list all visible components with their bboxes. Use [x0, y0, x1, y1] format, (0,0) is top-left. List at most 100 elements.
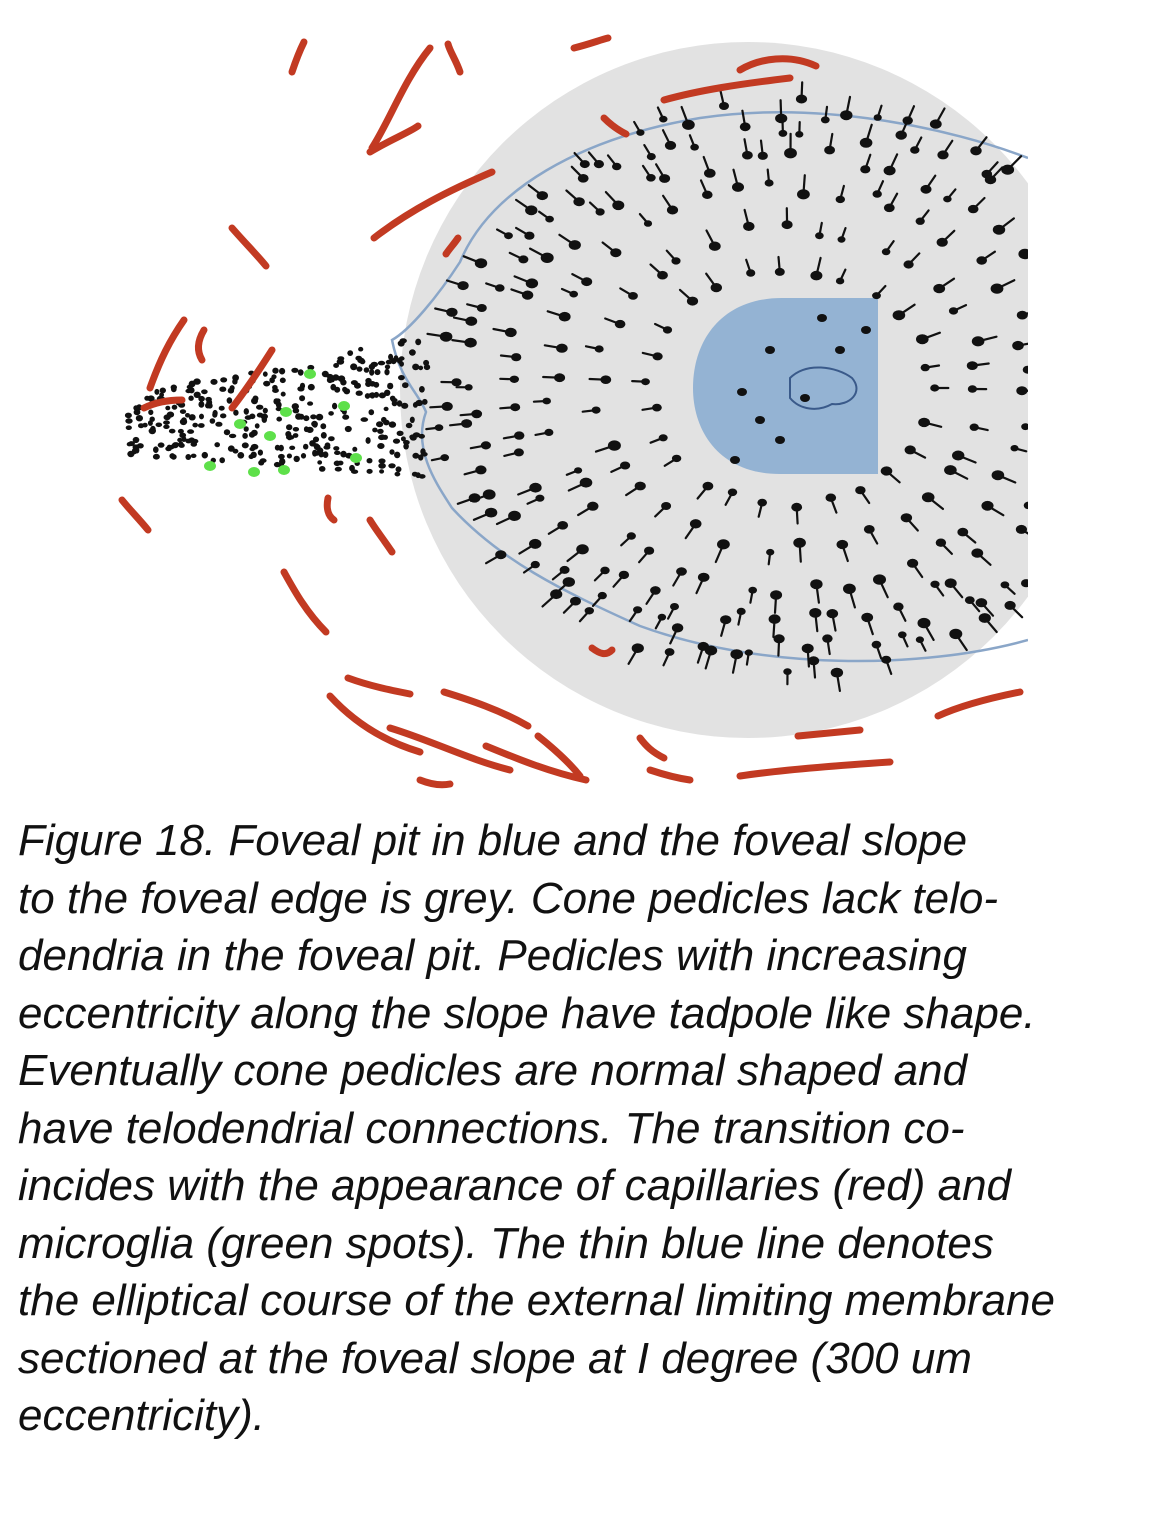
pedicle-tail — [610, 464, 627, 473]
pedicle-tail — [551, 568, 566, 581]
cone-dot — [330, 383, 337, 391]
pedicle-tail — [812, 659, 817, 679]
pedicle-tail — [542, 375, 561, 379]
cone-pedicle — [492, 327, 517, 338]
cone-pedicle — [820, 105, 830, 124]
pedicle-tail — [875, 284, 887, 297]
cone-dot — [259, 458, 267, 463]
cone-pedicle — [641, 164, 656, 182]
cone-dot — [384, 364, 391, 370]
pedicle-tail — [513, 275, 534, 285]
microglia-spot — [248, 467, 260, 477]
cone-dot — [263, 380, 271, 387]
capillary — [228, 224, 270, 270]
cone-pedicle — [797, 174, 810, 200]
cone-dot — [333, 460, 341, 467]
pedicle-tail — [924, 364, 941, 369]
caption-line: Eventually cone pedicles are normal shap… — [18, 1046, 968, 1095]
pedicle-tail — [777, 637, 781, 657]
cone-dot — [274, 444, 281, 451]
pedicle-tail — [641, 351, 659, 358]
pit-cone-pedicle — [775, 436, 785, 444]
pedicle-tail — [800, 81, 804, 101]
cone-pedicle — [883, 153, 899, 176]
cone-pedicle — [855, 486, 871, 505]
cone-dot — [409, 349, 416, 356]
cone-pedicle — [822, 634, 833, 656]
cone-pedicle — [513, 275, 539, 289]
cone-pedicle — [702, 155, 716, 178]
cone-pedicle — [620, 532, 636, 547]
caption-line: eccentricity along the slope have tadpol… — [18, 988, 1036, 1038]
cone-pedicle — [665, 249, 681, 265]
cone-pedicle — [429, 401, 453, 411]
pedicle-tail — [838, 268, 847, 283]
cone-dot — [403, 440, 410, 445]
cone-dot — [297, 386, 305, 392]
cone-dot — [379, 469, 385, 474]
cone-dot — [399, 338, 407, 344]
pedicle-tail — [1026, 368, 1028, 371]
cone-dot — [292, 433, 299, 438]
pedicle-tail — [567, 481, 588, 492]
pedicle-tail — [578, 609, 591, 623]
cone-dot — [311, 420, 318, 427]
cone-dot — [256, 404, 264, 410]
pedicle-tail — [906, 105, 916, 122]
cone-dot — [286, 424, 293, 431]
cone-pedicle — [976, 250, 997, 265]
pedicle-tail — [699, 179, 709, 196]
pedicle-tail — [922, 421, 943, 428]
microglia-spot — [234, 419, 246, 429]
cone-pedicle — [645, 586, 661, 605]
cone-dot — [168, 428, 176, 434]
cone-pedicle — [921, 492, 945, 510]
pedicle-tail — [452, 316, 473, 323]
cone-dot — [251, 397, 258, 405]
cone-pedicle — [518, 538, 542, 555]
capillary — [366, 516, 396, 556]
pedicle-tail — [637, 549, 651, 564]
cone-dot — [383, 406, 389, 412]
capillary — [660, 74, 794, 104]
pedicle-tail — [661, 194, 674, 212]
cone-dot — [342, 414, 350, 420]
pedicle-tail — [980, 250, 997, 262]
cone-pedicle — [978, 613, 998, 634]
cone-pedicle — [918, 417, 943, 428]
cone-dot — [310, 414, 317, 420]
cone-dot — [320, 432, 327, 439]
pedicle-tail — [829, 496, 838, 514]
cone-dot — [336, 358, 345, 365]
pedicle-tail — [888, 192, 899, 209]
cone-pedicle — [1016, 310, 1028, 320]
cone-pedicle — [547, 521, 569, 535]
cone-dot — [178, 441, 184, 448]
pedicle-tail — [724, 491, 734, 506]
cone-dot — [365, 381, 372, 387]
cone-dot — [342, 386, 348, 393]
cone-pedicle — [920, 363, 941, 372]
pedicle-tail — [952, 304, 968, 312]
pedicle-tail — [631, 380, 647, 383]
pedicle-tail — [581, 409, 598, 413]
cone-pedicle — [562, 596, 581, 614]
pedicle-tail — [938, 277, 956, 290]
pedicle-tail — [802, 174, 806, 196]
cone-dot — [318, 451, 325, 458]
pedicle-tail — [831, 612, 837, 632]
cone-pedicle — [649, 263, 668, 280]
pedicle-tail — [848, 587, 857, 609]
pedicle-tail — [425, 426, 441, 431]
cone-pedicle — [835, 268, 847, 285]
cone-pedicle — [1012, 340, 1028, 351]
cone-dot — [279, 367, 286, 375]
cone-pedicle — [459, 409, 483, 419]
cone-pedicle — [824, 132, 835, 155]
pedicle-tail — [472, 511, 493, 521]
pedicle-tail — [839, 184, 846, 201]
pedicle-tail — [499, 406, 517, 410]
cone-pedicle — [633, 120, 645, 136]
cone-dot — [365, 437, 371, 444]
pedicle-tail — [954, 632, 968, 652]
